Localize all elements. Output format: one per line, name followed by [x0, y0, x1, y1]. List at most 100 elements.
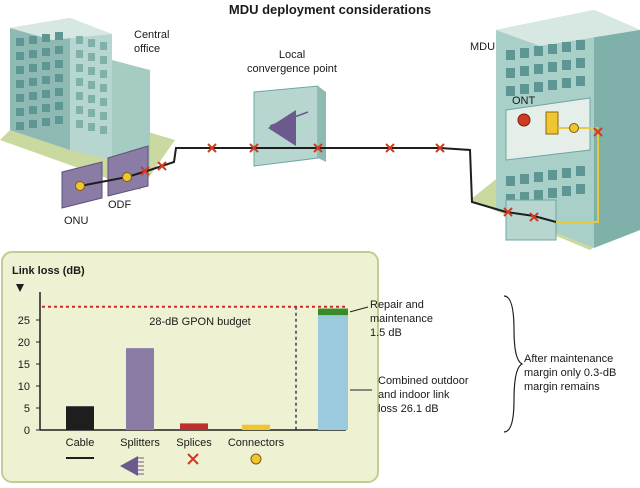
- window: [16, 108, 24, 116]
- window: [42, 48, 50, 56]
- odf-label: ODF: [108, 199, 132, 211]
- window: [55, 74, 63, 82]
- window: [562, 78, 571, 88]
- bar-connectors: [242, 424, 270, 430]
- window: [576, 58, 585, 68]
- window: [548, 44, 557, 54]
- bar-cable: [66, 406, 94, 430]
- x-tick-label: Splices: [176, 437, 212, 449]
- window: [100, 112, 107, 120]
- splitter-fiber-line: [269, 111, 309, 127]
- y-tick-label: 20: [18, 337, 30, 349]
- bar-combined-loss: [318, 315, 348, 430]
- combined-label-line: loss 26.1 dB: [378, 403, 439, 415]
- splice-marker-icon: [593, 127, 603, 137]
- window: [55, 32, 63, 40]
- window: [100, 70, 107, 78]
- window: [506, 86, 515, 96]
- window: [576, 76, 585, 86]
- splice-x: [157, 161, 167, 171]
- window: [76, 50, 83, 58]
- local-convergence-label: Local convergence point: [247, 49, 337, 75]
- ont-indicator-icon: [517, 113, 531, 127]
- splice-x: [249, 143, 259, 153]
- window: [76, 92, 83, 100]
- splitter-icon: [120, 456, 138, 476]
- budget-label: 28-dB GPON budget: [149, 316, 251, 328]
- y-tick-label: 5: [24, 403, 30, 415]
- combined-label: Combined outdoor and indoor link loss 26.1…: [378, 375, 469, 415]
- window: [506, 50, 515, 60]
- splice-marker-icon: [435, 143, 445, 153]
- splice-x: [435, 143, 445, 153]
- window: [520, 84, 529, 94]
- y-tick-label: 25: [18, 315, 30, 327]
- window: [520, 48, 529, 58]
- window: [534, 172, 543, 182]
- window: [548, 188, 557, 198]
- x-tick-label: Cable: [66, 437, 95, 449]
- window: [520, 66, 529, 76]
- window: [576, 166, 585, 176]
- window: [88, 95, 95, 103]
- window: [16, 80, 24, 88]
- window: [55, 60, 63, 68]
- bar-splitters: [126, 348, 154, 430]
- window: [29, 120, 37, 128]
- splice-marker-icon: [503, 207, 513, 217]
- window: [42, 76, 50, 84]
- window: [534, 82, 543, 92]
- summary-label-line: margin remains: [524, 381, 600, 393]
- window: [100, 42, 107, 50]
- splice-marker-icon: [313, 143, 323, 153]
- combined-label-line: and indoor link: [378, 389, 450, 401]
- window: [506, 68, 515, 78]
- splice-marker-icon: [385, 143, 395, 153]
- window: [55, 116, 63, 124]
- connector-marker-icon: [569, 123, 579, 133]
- x-tick-label: Connectors: [228, 437, 285, 449]
- window: [29, 78, 37, 86]
- window: [576, 184, 585, 194]
- window: [88, 53, 95, 61]
- outdoor-fiber-line: [126, 147, 557, 223]
- svg-text:Local: Local: [279, 49, 305, 61]
- window: [55, 102, 63, 110]
- window: [42, 104, 50, 112]
- window: [562, 42, 571, 52]
- y-tick-label: 10: [18, 381, 30, 393]
- window: [100, 56, 107, 64]
- indoor-fiber-line: [556, 130, 599, 223]
- repair-label-line: 1.5 dB: [370, 327, 402, 339]
- window: [520, 192, 529, 202]
- window: [29, 50, 37, 58]
- combined-label-line: Combined outdoor: [378, 375, 469, 387]
- window: [548, 80, 557, 90]
- window: [576, 40, 585, 50]
- chart-panel: [1, 251, 379, 483]
- window: [42, 90, 50, 98]
- convergence-cabinet: [253, 85, 326, 167]
- window: [42, 34, 50, 42]
- window: [534, 190, 543, 200]
- window: [16, 66, 24, 74]
- connector-marker-icon: [75, 181, 85, 191]
- window: [16, 122, 24, 130]
- brace-icon: [503, 295, 524, 433]
- summary-label-line: After maintenance: [524, 353, 613, 365]
- central-office-label: Central office: [134, 29, 169, 55]
- svg-text:office: office: [134, 43, 160, 55]
- window: [562, 168, 571, 178]
- window: [88, 81, 95, 89]
- window: [534, 46, 543, 56]
- window: [88, 67, 95, 75]
- splice-marker-icon: [529, 212, 539, 222]
- window: [29, 92, 37, 100]
- window: [42, 62, 50, 70]
- connector-marker-icon: [122, 172, 132, 182]
- window: [88, 123, 95, 131]
- window: [29, 36, 37, 44]
- y-tick-label: 15: [18, 359, 30, 371]
